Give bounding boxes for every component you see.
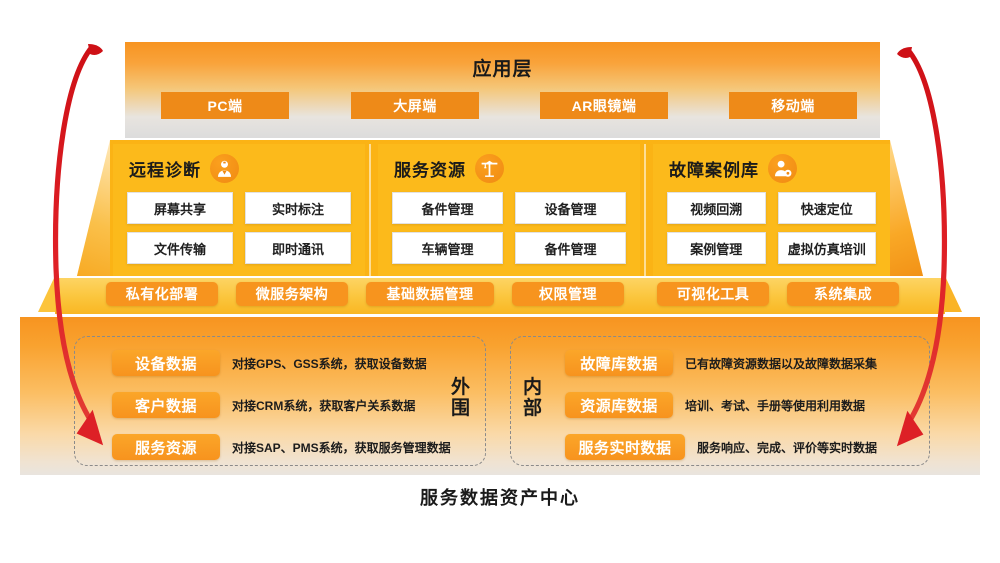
module-item-instant-messaging[interactable]: 即时通讯 bbox=[245, 232, 351, 264]
module-item-spare-parts-management[interactable]: 备件管理 bbox=[392, 192, 503, 224]
module-remote-diagnosis: 远程诊断 屏幕共享 实时标注 文件传输 即时通讯 bbox=[113, 144, 365, 282]
module-divider-1 bbox=[369, 144, 371, 282]
middle-slab-right-face bbox=[890, 140, 926, 288]
data-desc-service-resource: 对接SAP、PMS系统，获取服务管理数据 bbox=[232, 440, 451, 455]
data-chip-fault-library-data[interactable]: 故障库数据 bbox=[565, 350, 673, 376]
doctor-icon bbox=[210, 154, 239, 183]
data-row-service-realtime-data: 服务实时数据 服务响应、完成、评价等实时数据 bbox=[565, 434, 877, 460]
user-gear-icon bbox=[768, 154, 797, 183]
data-desc-customer-data: 对接CRM系统，获取客户关系数据 bbox=[232, 398, 416, 413]
data-row-fault-library-data: 故障库数据 已有故障资源数据以及故障数据采集 bbox=[565, 350, 877, 376]
middle-slab-left-face bbox=[74, 140, 110, 288]
module-item-spare-parts-management-2[interactable]: 备件管理 bbox=[515, 232, 626, 264]
platform-band-left-edge bbox=[38, 276, 55, 312]
module-service-resources: 服务资源 备件管理 设备管理 车辆管理 备件管理 bbox=[378, 144, 640, 282]
platform-chip-microservice-architecture[interactable]: 微服务架构 bbox=[236, 282, 348, 306]
module-fault-case-library: 故障案例库 视频回溯 快速定位 案例管理 虚拟仿真培训 bbox=[653, 144, 890, 282]
module-title-service-resources: 服务资源 bbox=[394, 161, 466, 180]
app-button-pc[interactable]: PC端 bbox=[161, 92, 289, 119]
module-title-remote-diagnosis: 远程诊断 bbox=[129, 161, 201, 180]
module-item-case-management[interactable]: 案例管理 bbox=[667, 232, 766, 264]
platform-chip-system-integration[interactable]: 系统集成 bbox=[787, 282, 899, 306]
data-row-customer-data: 客户数据 对接CRM系统，获取客户关系数据 bbox=[112, 392, 415, 418]
platform-chip-private-deployment[interactable]: 私有化部署 bbox=[106, 282, 218, 306]
platform-band-right-edge bbox=[945, 276, 962, 312]
data-row-resource-library-data: 资源库数据 培训、考试、手册等使用利用数据 bbox=[565, 392, 865, 418]
module-item-realtime-annotation[interactable]: 实时标注 bbox=[245, 192, 351, 224]
crane-icon bbox=[475, 154, 504, 183]
platform-chip-basic-data-management[interactable]: 基础数据管理 bbox=[366, 282, 494, 306]
app-button-mobile[interactable]: 移动端 bbox=[729, 92, 857, 119]
module-item-virtual-simulation-training[interactable]: 虚拟仿真培训 bbox=[777, 232, 876, 264]
data-chip-customer-data[interactable]: 客户数据 bbox=[112, 392, 220, 418]
application-layer-slab bbox=[125, 42, 880, 138]
data-chip-service-resource[interactable]: 服务资源 bbox=[112, 434, 220, 460]
module-item-video-playback[interactable]: 视频回溯 bbox=[667, 192, 766, 224]
module-item-screen-share[interactable]: 屏幕共享 bbox=[127, 192, 233, 224]
module-item-file-transfer[interactable]: 文件传输 bbox=[127, 232, 233, 264]
module-item-quick-locate[interactable]: 快速定位 bbox=[777, 192, 876, 224]
base-label: 服务数据资产中心 bbox=[420, 488, 580, 508]
module-title-fault-case-library: 故障案例库 bbox=[669, 161, 759, 180]
data-chip-resource-library-data[interactable]: 资源库数据 bbox=[565, 392, 673, 418]
app-button-ar-glasses[interactable]: AR眼镜端 bbox=[540, 92, 668, 119]
platform-chip-permission-management[interactable]: 权限管理 bbox=[512, 282, 624, 306]
data-row-service-resource: 服务资源 对接SAP、PMS系统，获取服务管理数据 bbox=[112, 434, 451, 460]
data-chip-service-realtime-data[interactable]: 服务实时数据 bbox=[565, 434, 685, 460]
module-item-vehicle-management[interactable]: 车辆管理 bbox=[392, 232, 503, 264]
app-button-large-screen[interactable]: 大屏端 bbox=[351, 92, 479, 119]
module-divider-2 bbox=[644, 144, 646, 282]
data-row-device-data: 设备数据 对接GPS、GSS系统，获取设备数据 bbox=[112, 350, 427, 376]
application-layer-title: 应用层 bbox=[472, 58, 533, 80]
data-chip-device-data[interactable]: 设备数据 bbox=[112, 350, 220, 376]
data-group-label-external: 外围 bbox=[450, 377, 471, 419]
data-group-label-internal: 内部 bbox=[522, 377, 543, 419]
data-desc-service-realtime-data: 服务响应、完成、评价等实时数据 bbox=[697, 440, 878, 455]
data-desc-resource-library-data: 培训、考试、手册等使用利用数据 bbox=[685, 398, 866, 413]
data-desc-fault-library-data: 已有故障资源数据以及故障数据采集 bbox=[685, 356, 878, 371]
platform-chip-visualization-tools[interactable]: 可视化工具 bbox=[657, 282, 769, 306]
data-desc-device-data: 对接GPS、GSS系统，获取设备数据 bbox=[232, 356, 427, 371]
module-item-equipment-management[interactable]: 设备管理 bbox=[515, 192, 626, 224]
